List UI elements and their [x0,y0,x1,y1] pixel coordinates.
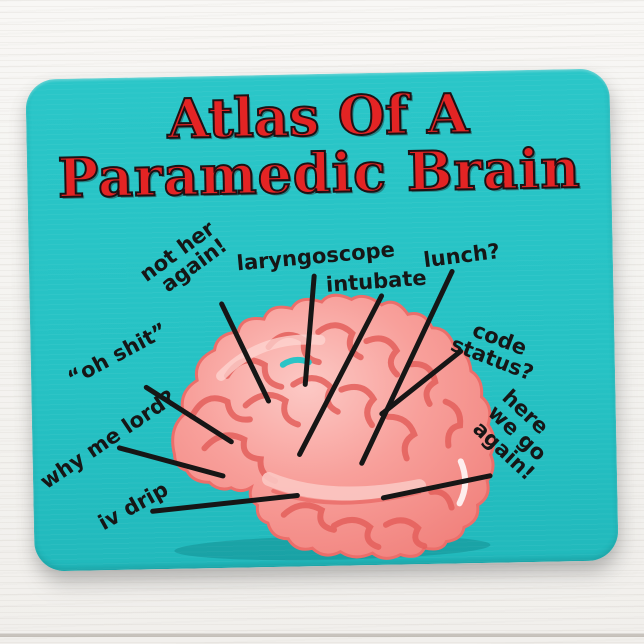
mousepad: Atlas Of A Paramedic Brain [25,68,619,572]
callout-line-oh-shit [143,384,234,445]
callout-line-intubate [297,293,385,457]
callout-lines [116,268,493,514]
callout-line-lunch [359,268,455,466]
callout-line-here-we-go [380,473,493,501]
callout-line-iv-drip [150,493,300,514]
brain-illustration [116,268,496,561]
callout-line-code-status [379,348,464,417]
callout-line-why-me-lord [116,445,226,479]
callout-line-laryngoscope [302,273,317,387]
callout-line-not-her-again [219,301,272,404]
